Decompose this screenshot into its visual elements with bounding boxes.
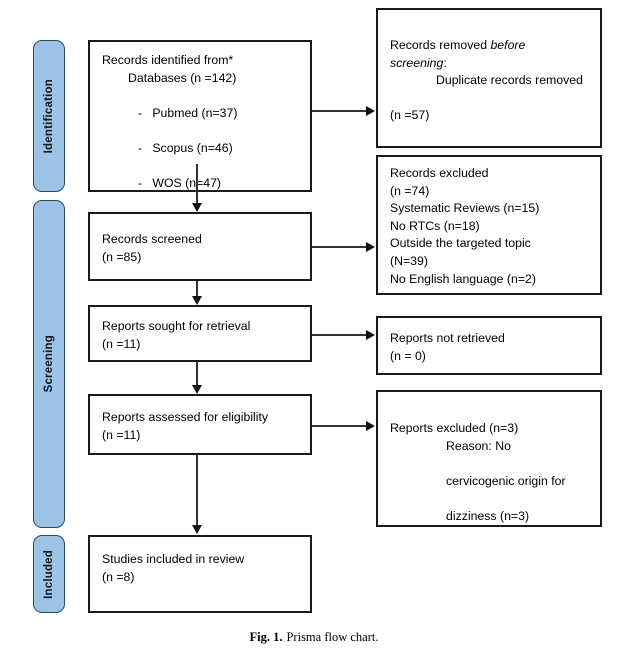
records-excluded-line-2: (n =74) [390,183,430,198]
records-screened-line2: (n =85) [102,249,142,264]
records-removed-line2-italic: screening [390,55,444,70]
box-records-screened: Records screened (n =85) [88,212,312,281]
box-records-screened-text: Records screened (n =85) [102,231,302,266]
reports-assessed-line1: Reports assessed for eligibility [102,410,269,424]
reports-excluded-line4: dizziness (n=3) [446,508,530,523]
reports-not-retrieved-line-2: (n = 0) [390,348,426,363]
box-studies-included: Studies included in review (n =8) [88,535,312,613]
phase-label-screening: Screening [43,335,55,393]
box-reports-not-retrieved: Reports not retrieved (n = 0) [376,316,602,375]
arrow-sought-to-not-retrieved [312,334,367,336]
records-excluded-line-5: Outside the targeted topic [390,236,531,251]
records-excluded-line-6: (N=39) [390,253,428,268]
reports-excluded-line1: Reports excluded (n=3) [390,421,519,435]
arrow-assessed-to-included [196,455,198,526]
records-identified-bullet-pubmed: - Pubmed (n=37) [138,105,238,120]
arrow-sought-to-not-retrieved-head [366,329,375,340]
arrow-assessed-to-excluded [312,425,367,427]
records-screened-line1: Records screened [102,232,202,246]
records-identified-line2: Databases (n =142) [128,70,237,85]
records-excluded-line-4: No RTCs (n=18) [390,218,480,233]
reports-not-retrieved-line-1: Reports not retrieved [390,331,505,345]
records-excluded-line-3: Systematic Reviews (n=15) [390,201,540,216]
arrow-sought-to-assessed-head [192,385,203,394]
arrow-screened-to-sought-head [192,296,203,305]
arrow-identified-to-screened [196,164,198,204]
phase-label-included: Included [43,549,55,599]
figure-caption-label: Fig. 1. [249,630,283,644]
studies-included-line1: Studies included in review [102,552,245,566]
box-reports-assessed-text: Reports assessed for eligibility (n =11) [102,409,302,444]
arrow-identified-to-removed-head [366,105,375,116]
box-reports-sought: Reports sought for retrieval (n =11) [88,305,312,362]
records-excluded-line-1: Records excluded [390,166,489,180]
records-excluded-line-7: No English language (n=2) [390,271,536,286]
records-removed-line1-italic: before [490,38,526,52]
box-reports-assessed: Reports assessed for eligibility (n =11) [88,394,312,455]
arrow-screened-to-excluded [312,246,367,248]
reports-sought-line1: Reports sought for retrieval [102,319,251,333]
box-studies-included-text: Studies included in review (n =8) [102,551,302,586]
figure-caption-text: Prisma flow chart. [286,630,379,644]
arrow-identified-to-screened-head [192,203,203,212]
arrow-identified-to-removed [312,110,367,112]
phase-sidebar-included: Included [33,535,65,613]
phase-sidebar-screening: Screening [33,200,65,528]
arrow-screened-to-sought [196,281,198,298]
box-records-removed: Records removed before screening: Duplic… [376,8,602,148]
box-reports-not-retrieved-text: Reports not retrieved (n = 0) [390,330,592,365]
reports-excluded-line2: Reason: No [446,438,511,453]
records-identified-bullet-wos: - WOS (n=47) [138,176,222,191]
figure-caption: Fig. 1.Prisma flow chart. [0,630,628,645]
box-records-excluded-text: Records excluded (n =74) Systematic Revi… [390,165,592,288]
box-reports-excluded: Reports excluded (n=3) Reason: No cervic… [376,390,602,527]
arrow-sought-to-assessed [196,362,198,385]
reports-sought-line2: (n =11) [102,336,141,351]
arrow-screened-to-excluded-head [366,241,375,252]
box-reports-sought-text: Reports sought for retrieval (n =11) [102,318,302,353]
box-records-removed-text: Records removed before screening: Duplic… [390,37,592,125]
arrow-assessed-to-included-head [192,525,203,534]
reports-assessed-line2: (n =11) [102,427,141,442]
box-reports-excluded-text: Reports excluded (n=3) Reason: No cervic… [390,420,592,526]
records-removed-line4: (n =57) [390,108,430,123]
phase-label-identification: Identification [43,78,55,154]
records-identified-line1: Records identified from* [102,53,234,67]
records-removed-line2-post: : [443,55,447,70]
box-records-identified-text: Records identified from* Databases (n =1… [102,52,302,228]
reports-excluded-line3: cervicogenic origin for [446,473,566,488]
arrow-assessed-to-excluded-head [366,420,375,431]
phase-sidebar-identification: Identification [33,40,65,192]
box-records-excluded: Records excluded (n =74) Systematic Revi… [376,155,602,295]
records-removed-line3: Duplicate records removed [436,73,583,88]
records-removed-line1-pre: Records removed [390,38,491,52]
records-identified-bullet-scopus: - Scopus (n=46) [138,140,233,155]
box-records-identified: Records identified from* Databases (n =1… [88,40,312,225]
studies-included-line2: (n =8) [102,569,135,584]
